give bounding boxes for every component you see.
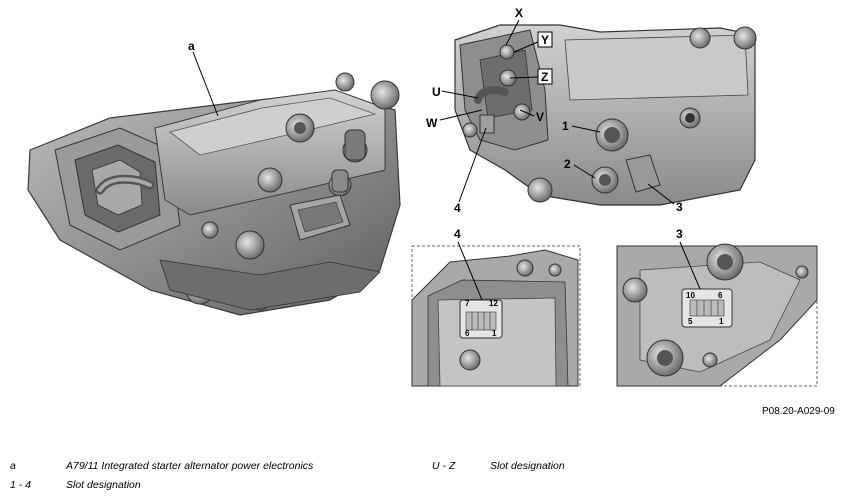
callouts-top-view: X Y Z U W V 1 2 3 4 bbox=[426, 6, 683, 215]
pin-10-label: 10 bbox=[686, 291, 695, 300]
pin-6-label: 6 bbox=[465, 329, 470, 338]
legend-key: U - Z bbox=[432, 460, 456, 472]
legend-key: a bbox=[10, 460, 16, 472]
power-electronics-unit-iso-view bbox=[27, 72, 401, 316]
detail-view-4: 7 12 6 1 bbox=[411, 245, 581, 387]
power-electronics-unit-top-view bbox=[454, 24, 757, 206]
callout-3: 3 bbox=[676, 200, 683, 214]
pin-6-label-detail3: 6 bbox=[718, 291, 723, 300]
pin-1-label: 1 bbox=[492, 329, 497, 338]
detail-4-label: 4 bbox=[454, 227, 461, 241]
callout-1: 1 bbox=[562, 119, 569, 133]
callout-U: U bbox=[432, 85, 441, 99]
figure-reference-code: P08.20-A029-09 bbox=[762, 406, 835, 417]
callout-Y: Y bbox=[541, 33, 549, 47]
legend-description: Slot designation bbox=[66, 479, 141, 491]
pin-7-label: 7 bbox=[465, 299, 470, 308]
pin-1-label-detail3: 1 bbox=[719, 317, 724, 326]
callout-2: 2 bbox=[564, 157, 571, 171]
detail-3-label: 3 bbox=[676, 227, 683, 241]
legend-description: Slot designation bbox=[490, 460, 565, 472]
pin-12-label: 12 bbox=[489, 299, 498, 308]
detail-view-3: 10 6 5 1 bbox=[616, 243, 818, 387]
pin-5-label: 5 bbox=[688, 317, 693, 326]
callout-Z: Z bbox=[541, 70, 548, 84]
callout-a: a bbox=[188, 39, 195, 53]
callout-X: X bbox=[515, 6, 523, 20]
legend-key: 1 - 4 bbox=[10, 479, 32, 491]
technical-illustration: a X Y Z U W bbox=[27, 6, 818, 387]
leader-line-a bbox=[192, 51, 219, 117]
callout-4: 4 bbox=[454, 201, 461, 215]
callout-W: W bbox=[426, 116, 438, 130]
legend-description: A79/11 Integrated starter alternator pow… bbox=[66, 460, 314, 472]
callout-V: V bbox=[536, 110, 544, 124]
